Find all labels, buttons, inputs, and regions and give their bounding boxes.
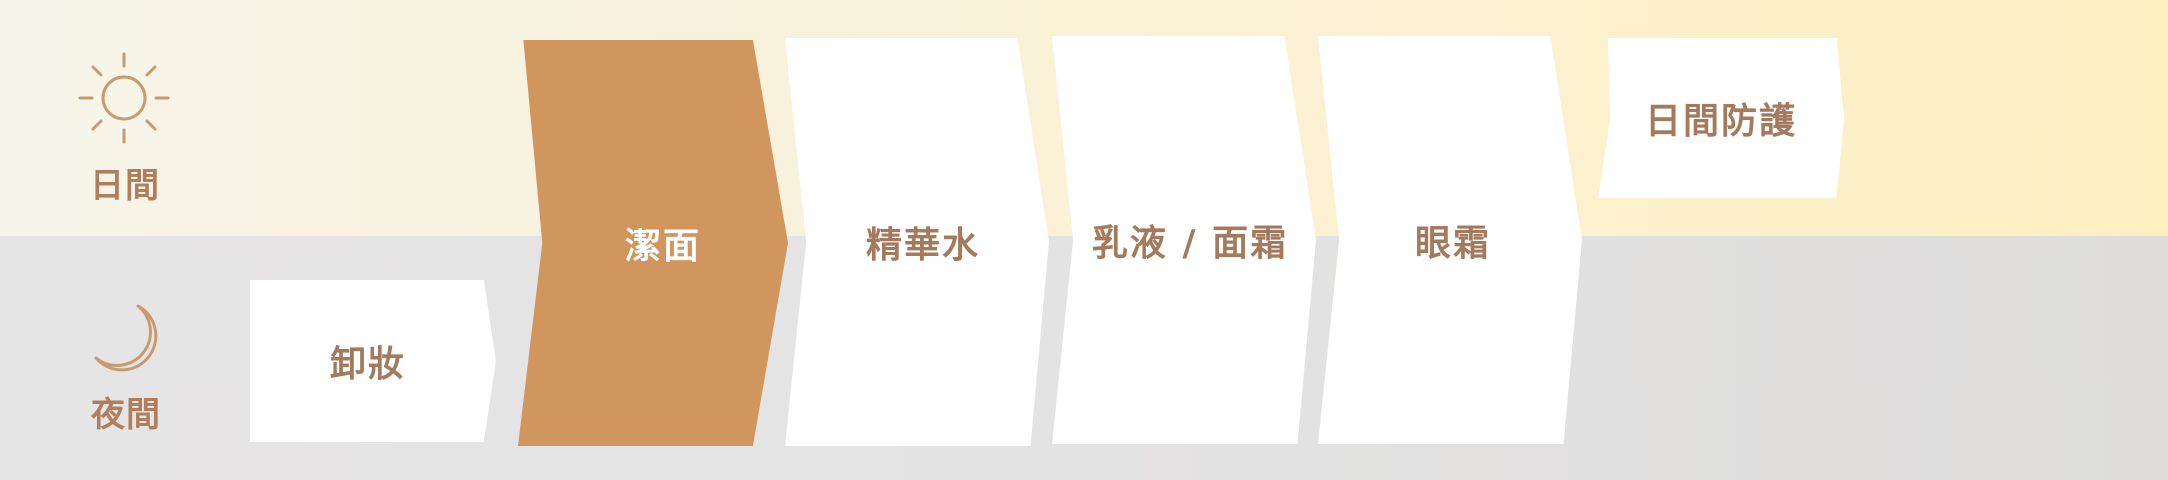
step-lotion-cream-label: 乳液 / 面霜 (1091, 223, 1289, 264)
step-eye-cream-label: 眼霜 (1414, 223, 1491, 264)
step-lotion-cream: 乳液 / 面霜 (1052, 36, 1316, 444)
step-sun-protection: 日間防護 (1598, 38, 1844, 198)
night-label: 夜間 (91, 395, 161, 435)
moon-icon (94, 304, 158, 372)
step-sun-protection-label: 日間防護 (1644, 101, 1797, 142)
step-eye-cream: 眼霜 (1318, 36, 1582, 444)
step-cleansing: 潔面 (518, 40, 788, 446)
sun-icon (78, 52, 170, 144)
step-essence: 精華水 (785, 38, 1049, 446)
step-makeup-removal: 卸妝 (250, 280, 496, 442)
day-label: 日間 (90, 166, 160, 206)
step-essence-label: 精華水 (865, 225, 980, 266)
step-makeup-removal-label: 卸妝 (329, 344, 406, 385)
step-cleansing-label: 潔面 (624, 226, 701, 267)
